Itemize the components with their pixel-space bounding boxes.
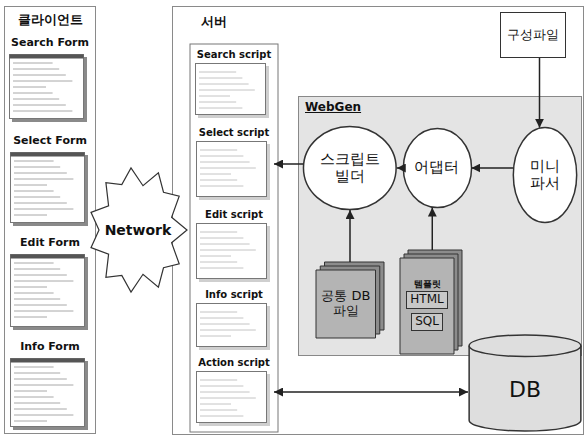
form-screenshot [9, 54, 87, 122]
script-listing [196, 371, 270, 426]
node-label: Select Form [13, 135, 87, 148]
node-label: HTML [406, 291, 447, 309]
client-form: Select Form [8, 134, 92, 228]
server-panel: 서버 Search scriptSelect scriptEdit scriptI… [172, 6, 584, 435]
node-label: WebGen [305, 101, 361, 115]
node-label: 미니 파서 [526, 158, 564, 193]
script-listing [196, 223, 270, 282]
node-label: Search Form [11, 37, 89, 50]
script-page: Search script [193, 48, 275, 120]
node-label: 어댑터 [414, 159, 459, 176]
node-label: 공통 DB 파일 [321, 289, 371, 319]
node-label: Search script [197, 49, 271, 61]
script-page: Edit script [194, 208, 274, 284]
script-listing [195, 63, 269, 118]
db-cylinder: DB [468, 334, 582, 432]
node-label: Select script [199, 127, 270, 139]
client-form: Search Form [7, 36, 93, 124]
client-panel: 클라이언트 Search FormSelect FormEdit FormInfo… [4, 6, 96, 434]
script-builder-circle: 스크립트 빌더 [303, 126, 397, 210]
client-form: Info Form [8, 340, 92, 432]
template-stack: 템플릿 HTML SQL [400, 250, 462, 354]
mini-parser-circle: 미니 파서 [513, 127, 577, 223]
common-db-file-stack: 공통 DB 파일 [316, 262, 384, 338]
script-column-outline [190, 44, 278, 432]
node-label: DB [509, 377, 541, 402]
node-label: 서버 [201, 15, 227, 30]
node-label: 스크립트 빌더 [318, 151, 382, 186]
node-label: Network [105, 222, 172, 238]
node-label: 구성파일 [507, 28, 559, 43]
node-label: Info script [205, 289, 263, 301]
script-page: Action script [194, 356, 274, 428]
script-page: Select script [194, 126, 274, 202]
node-label: Edit Form [20, 237, 80, 250]
config-file-box: 구성파일 [500, 12, 566, 58]
form-screenshot [10, 358, 88, 430]
node-label: Action script [198, 357, 270, 369]
node-label: Edit script [205, 209, 263, 221]
form-screenshot [10, 152, 88, 226]
webgen-panel: WebGen 스크립트 빌더 어댑터 미니 파서공통 DB 파일 템플릿 HTML SQL [298, 96, 582, 356]
script-page: Info script [194, 288, 274, 352]
node-label: 템플릿 [414, 279, 441, 289]
script-listing [196, 141, 270, 200]
client-form: Edit Form [8, 236, 92, 332]
adapter-circle: 어댑터 [403, 128, 472, 208]
node-label: SQL [411, 313, 443, 331]
script-listing [196, 303, 270, 350]
network-burst: Network [88, 166, 188, 294]
node-label: 클라이언트 [18, 13, 83, 28]
form-screenshot [10, 254, 88, 330]
flow-arrow [274, 391, 468, 393]
node-label: Info Form [20, 341, 80, 354]
